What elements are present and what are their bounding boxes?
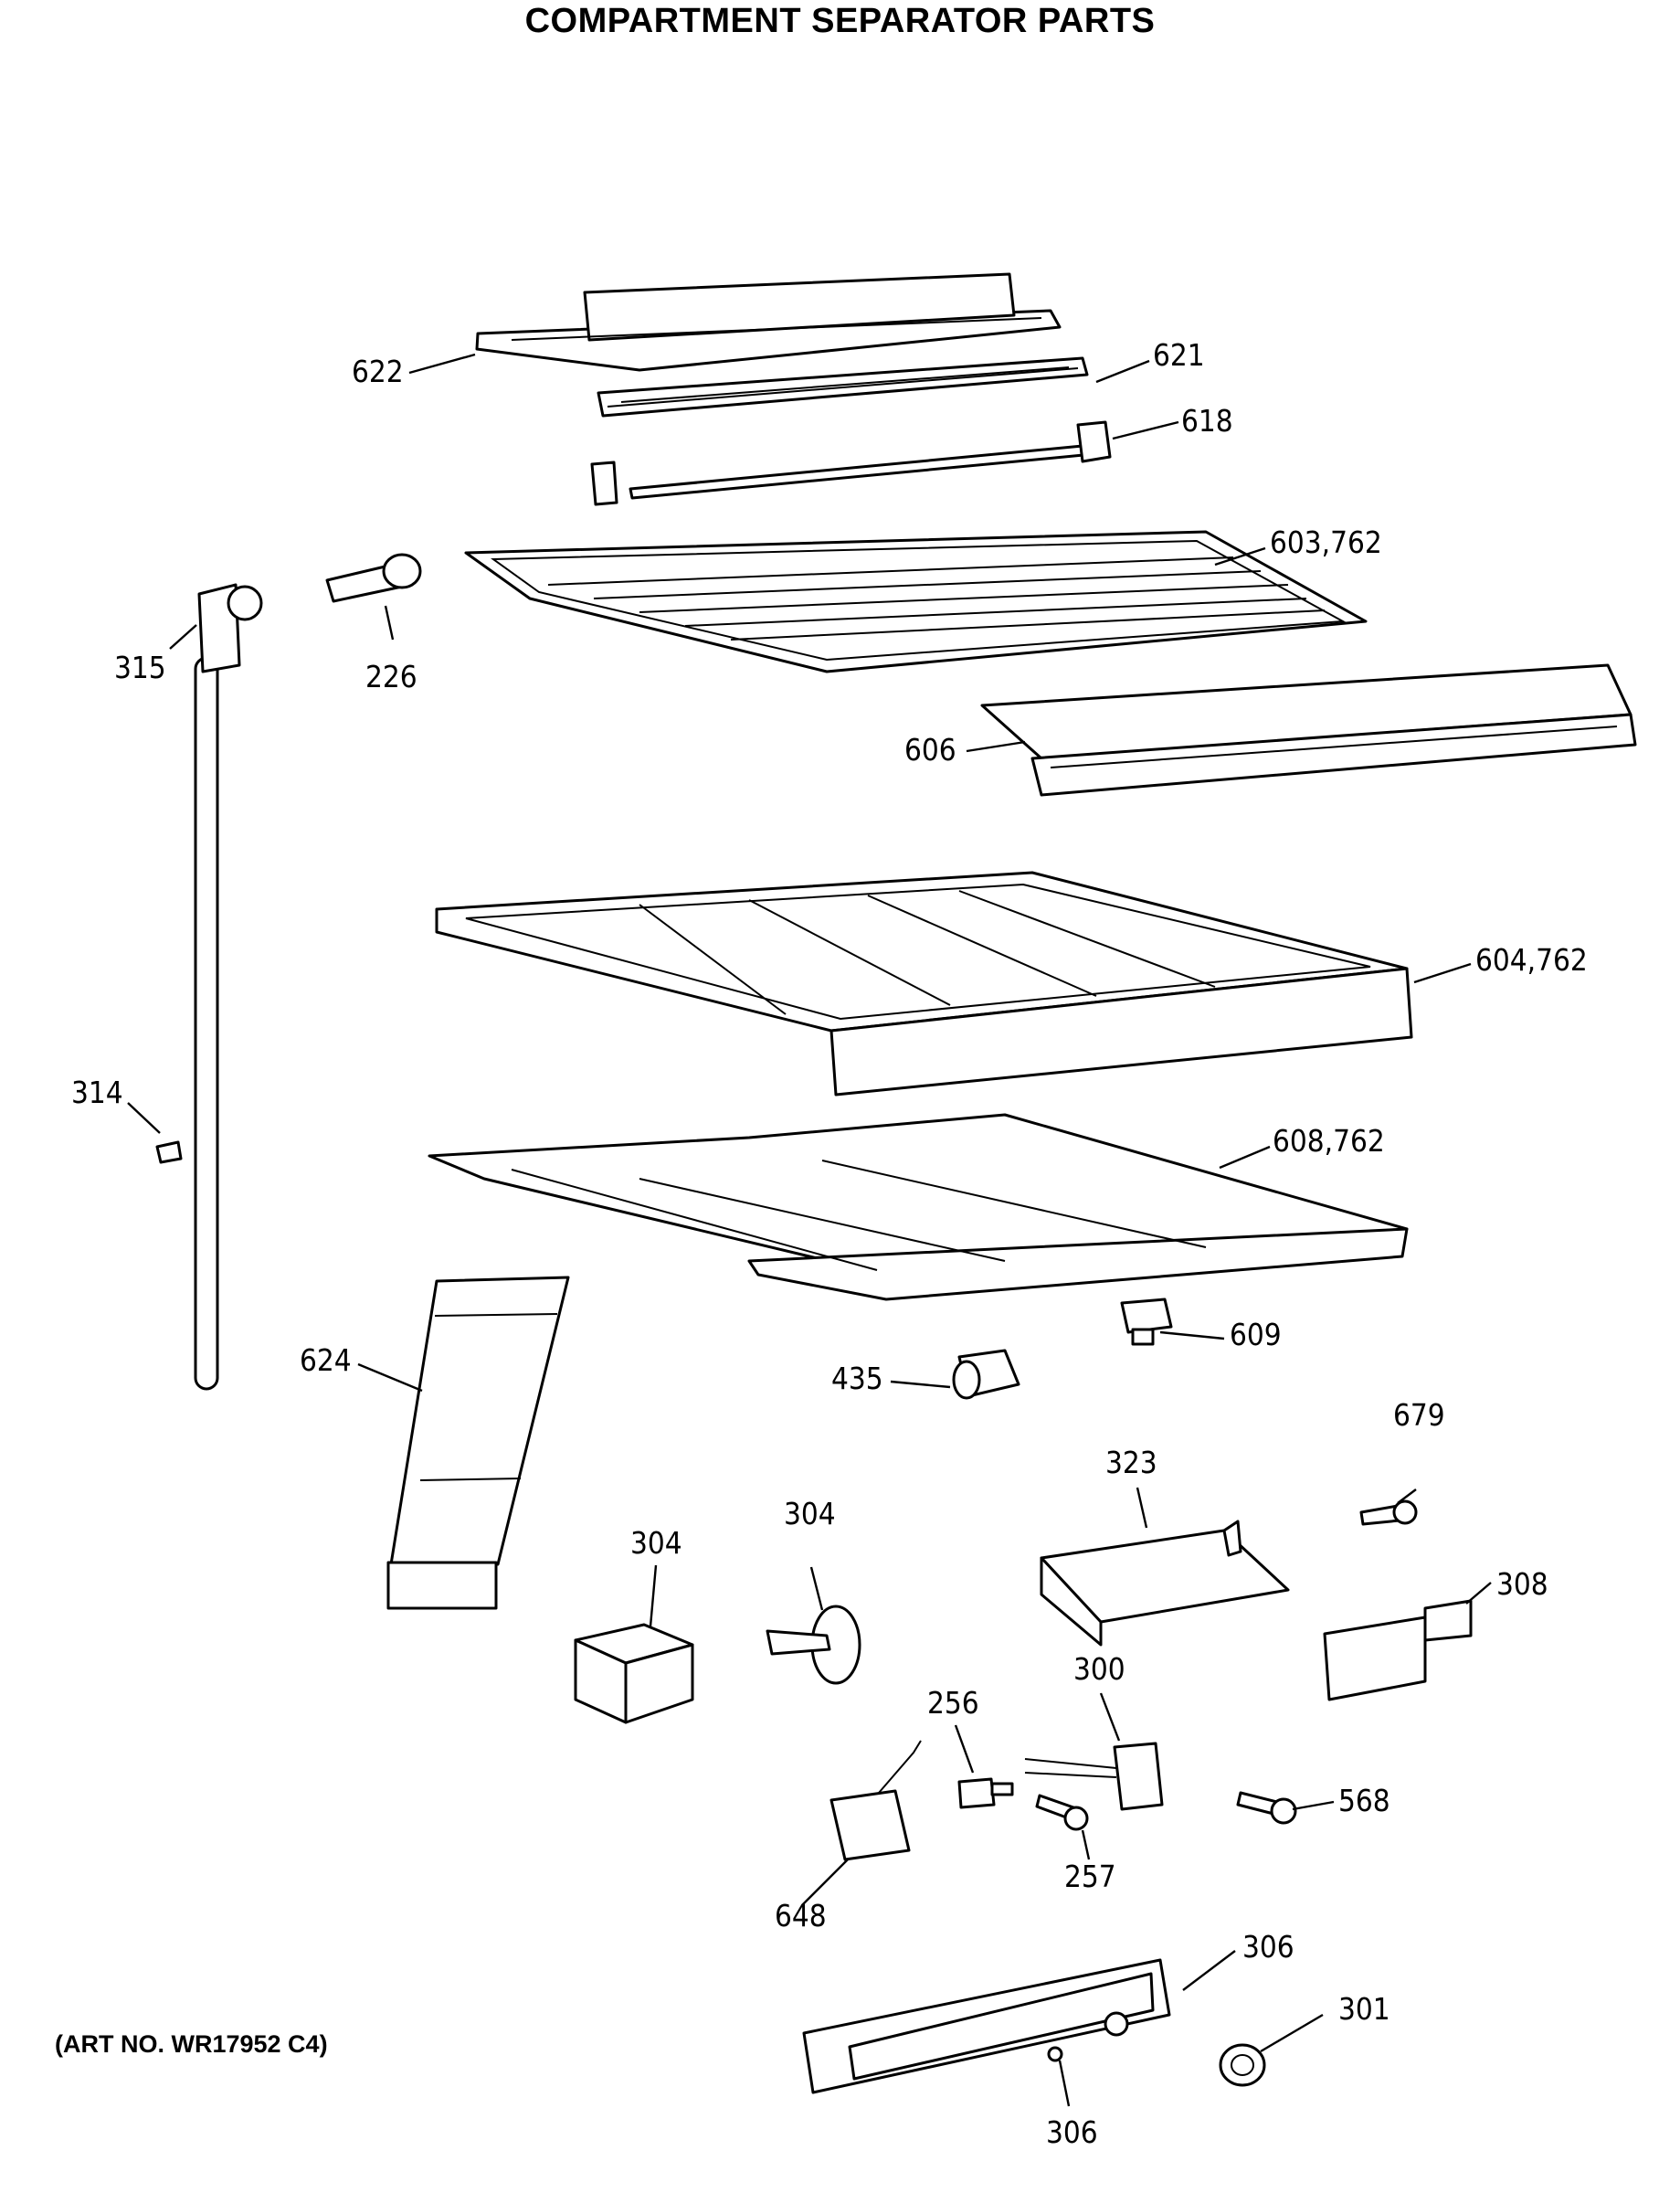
part-606-tray (980, 663, 1637, 797)
callout-435: 435 (831, 1361, 883, 1396)
part-304-b-dial (766, 1605, 861, 1685)
callout-606: 606 (904, 732, 956, 768)
callout-608-762: 608,762 (1273, 1123, 1385, 1159)
part-315-314-rod (155, 583, 263, 1391)
callout-labels: 622 621 618 603,762 315 226 606 604,762 … (71, 337, 1588, 2150)
part-304-a-housing (574, 1623, 694, 1724)
art-number: (ART NO. WR17952 C4) (55, 2030, 328, 2058)
callout-306-a: 306 (1242, 1929, 1294, 1965)
callout-621: 621 (1153, 337, 1205, 373)
callout-323: 323 (1105, 1445, 1157, 1480)
part-568-screw (1236, 1791, 1297, 1825)
part-604-shelf (435, 871, 1413, 1096)
part-226-pin (325, 553, 422, 603)
callout-256: 256 (927, 1685, 979, 1721)
callout-304-a: 304 (630, 1525, 682, 1561)
part-679-screw (1359, 1499, 1418, 1526)
part-609-clip (1120, 1298, 1173, 1346)
diagram-title: COMPARTMENT SEPARATOR PARTS (524, 2, 1156, 40)
part-603-shelf (464, 530, 1368, 673)
part-622-cover (475, 272, 1062, 372)
part-257-screw (1035, 1794, 1089, 1831)
callout-622: 622 (352, 354, 404, 389)
part-648-motor (829, 1740, 922, 1861)
part-306-housing (802, 1958, 1171, 2094)
part-621-rail (597, 356, 1089, 418)
callout-603-762: 603,762 (1270, 524, 1382, 560)
leader-lines (127, 353, 1492, 2107)
part-435-knob (952, 1349, 1020, 1400)
callout-304-b: 304 (784, 1496, 836, 1531)
callout-226: 226 (365, 659, 417, 694)
part-624-bracket (386, 1276, 570, 1610)
part-301-knob (1219, 2043, 1266, 2087)
part-608-shelf (428, 1113, 1409, 1301)
callout-679: 679 (1393, 1397, 1445, 1433)
callout-609: 609 (1230, 1317, 1282, 1352)
callout-568: 568 (1338, 1783, 1390, 1818)
part-308-plate (1323, 1599, 1473, 1701)
callout-604-762: 604,762 (1475, 942, 1588, 978)
part-618-rod (590, 420, 1112, 506)
callout-306-b: 306 (1046, 2114, 1098, 2150)
callout-315: 315 (114, 650, 166, 685)
callout-300: 300 (1073, 1651, 1125, 1687)
callout-648: 648 (775, 1898, 827, 1933)
callout-618: 618 (1181, 403, 1233, 439)
callout-314: 314 (71, 1075, 123, 1110)
part-300-sensor (1024, 1742, 1164, 1811)
part-256-switch (957, 1777, 1014, 1809)
part-323-box (1040, 1520, 1290, 1647)
callout-257: 257 (1064, 1859, 1116, 1894)
callout-301: 301 (1338, 1991, 1390, 2027)
callout-624: 624 (300, 1342, 352, 1378)
callout-308: 308 (1496, 1566, 1548, 1602)
